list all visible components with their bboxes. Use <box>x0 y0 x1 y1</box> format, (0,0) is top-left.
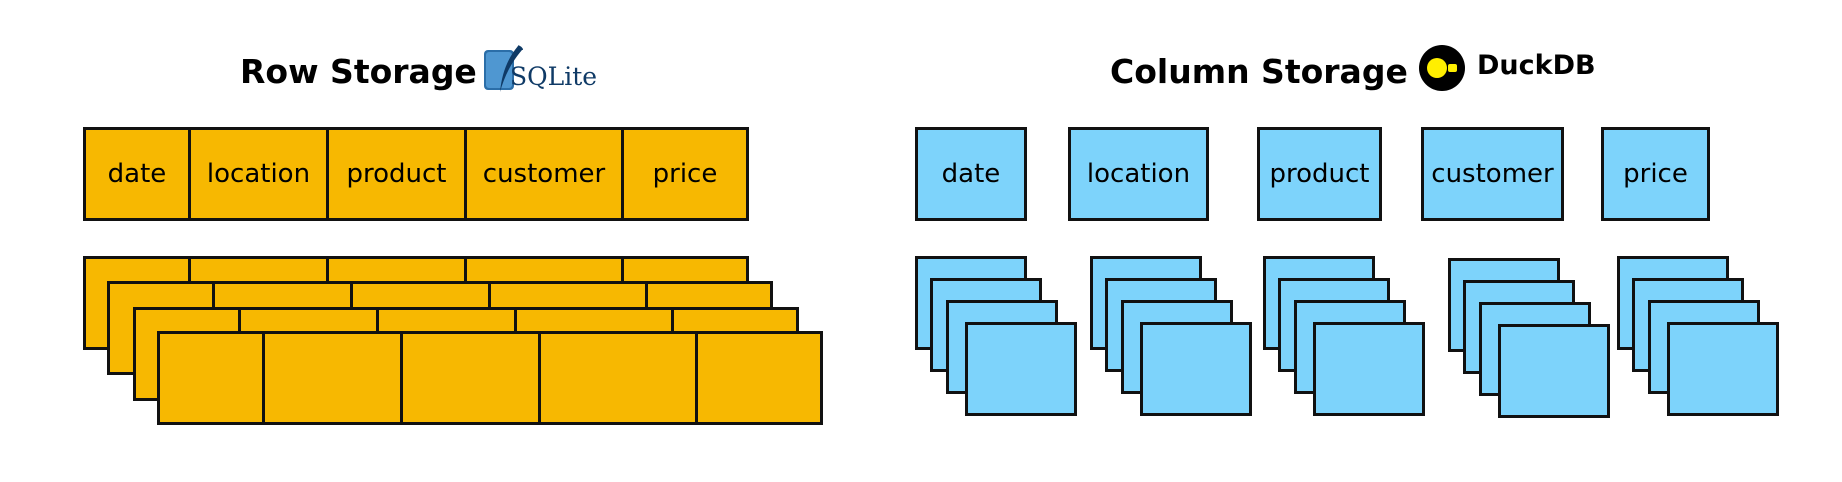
column-block <box>1313 322 1425 416</box>
row-header-label: date <box>107 159 167 189</box>
row-header-product: product <box>326 127 467 221</box>
duckdb-logo: DuckDB <box>1419 45 1596 93</box>
column-header-price: price <box>1601 127 1710 221</box>
column-block <box>965 322 1077 416</box>
column-header-product: product <box>1257 127 1382 221</box>
row-header-label: product <box>346 159 447 189</box>
duckdb-circle-icon <box>1419 45 1465 91</box>
row-header-label: price <box>652 159 718 189</box>
column-storage-title: Column Storage <box>1110 52 1408 91</box>
row-header-label: location <box>206 159 311 189</box>
column-header-label: date <box>941 159 1001 189</box>
row-cell <box>538 331 698 425</box>
column-header-label: location <box>1086 159 1191 189</box>
column-header-label: price <box>1623 159 1688 189</box>
column-header-customer: customer <box>1421 127 1564 221</box>
column-block <box>1140 322 1252 416</box>
column-block <box>1667 322 1779 416</box>
row-cell <box>157 331 265 425</box>
column-header-location: location <box>1068 127 1209 221</box>
sqlite-feather-icon <box>484 45 523 92</box>
row-cell <box>695 331 823 425</box>
row-header-label: customer <box>482 159 606 189</box>
row-cell <box>262 331 403 425</box>
row-record <box>157 331 823 425</box>
column-header-label: product <box>1269 159 1370 189</box>
column-header-label: customer <box>1431 159 1554 189</box>
column-header-date: date <box>915 127 1027 221</box>
row-storage-title: Row Storage <box>240 52 477 91</box>
row-header-customer: customer <box>464 127 624 221</box>
row-header-date: date <box>83 127 191 221</box>
row-cell <box>400 331 541 425</box>
sqlite-logo: SQLite <box>482 44 597 96</box>
sqlite-logo-text: SQLite <box>510 62 598 91</box>
row-header-price: price <box>621 127 749 221</box>
duckdb-logo-text: DuckDB <box>1477 50 1596 81</box>
column-block <box>1498 324 1610 418</box>
row-header-location: location <box>188 127 329 221</box>
